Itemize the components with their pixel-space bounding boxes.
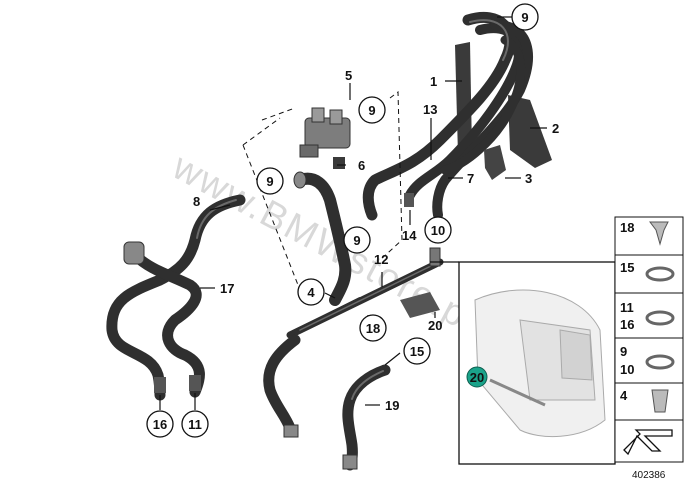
left-hose-assembly [106, 194, 246, 401]
callout-9-valve[interactable] [358, 96, 386, 124]
callout-9-left[interactable] [256, 167, 284, 195]
legend-row-11: 11 [620, 300, 634, 315]
callout-9-top[interactable] [511, 3, 539, 31]
callouts: 9 1 2 3 7 13 5 9 6 9 8 9 14 10 12 17 4 1… [146, 3, 559, 438]
callout-7[interactable]: 7 [467, 171, 474, 186]
plate-part-20 [400, 292, 440, 318]
upper-hose-bundle [362, 11, 552, 221]
diagram-reference-number: 402386 [632, 470, 666, 481]
callout-4[interactable] [297, 278, 325, 306]
callout-11-label: 11 [188, 417, 202, 432]
connector-part-14 [404, 193, 414, 207]
callout-1[interactable]: 1 [430, 74, 437, 89]
inset-part-20-badge [466, 366, 488, 388]
callout-9-valve-label: 9 [368, 103, 375, 118]
next-page-arrow-icon[interactable] [623, 429, 673, 456]
part-6 [333, 157, 345, 169]
callout-3[interactable]: 3 [525, 171, 532, 186]
callout-19[interactable]: 19 [385, 398, 399, 413]
callout-15[interactable] [403, 337, 431, 365]
callout-14[interactable]: 14 [402, 228, 417, 243]
callout-15-label: 15 [410, 344, 424, 359]
callout-2[interactable]: 2 [552, 121, 559, 136]
callout-9-mid[interactable] [343, 226, 371, 254]
inset-callout-20: 20 [470, 370, 484, 385]
callout-5[interactable]: 5 [345, 68, 352, 83]
legend-row-16: 16 [620, 317, 634, 332]
callout-9-left-label: 9 [266, 174, 273, 189]
valve-unit [299, 107, 351, 169]
callout-16-label: 16 [153, 417, 167, 432]
callout-17[interactable]: 17 [220, 281, 234, 296]
callout-16[interactable] [146, 410, 174, 438]
callout-18-label: 18 [366, 321, 380, 336]
middle-hose [293, 171, 352, 306]
hose-part-19 [342, 364, 391, 471]
callout-10[interactable] [424, 216, 452, 244]
legend-row-9: 9 [620, 344, 627, 359]
callout-6[interactable]: 6 [358, 158, 365, 173]
leader-lines [159, 16, 547, 410]
callout-9-top-label: 9 [521, 10, 528, 25]
callout-10-label: 10 [431, 223, 445, 238]
callout-18[interactable] [359, 314, 387, 342]
callout-9-mid-label: 9 [353, 233, 360, 248]
callout-11[interactable] [181, 410, 209, 438]
callout-8[interactable]: 8 [193, 194, 200, 209]
bracket-part-2 [508, 95, 552, 168]
inset-housing-view: 20 [430, 261, 616, 465]
legend-row-18: 18 [620, 220, 634, 235]
fastener-legend: 18 15 11 16 9 10 4 [614, 216, 684, 463]
legend-row-15: 15 [620, 260, 634, 275]
pipe-rail-part-12 [263, 247, 444, 438]
callout-20[interactable]: 20 [428, 318, 442, 333]
clip-part-3 [484, 145, 506, 180]
valve-dashed-outline [242, 91, 403, 299]
callout-4-label: 4 [307, 285, 315, 300]
legend-row-4: 4 [620, 388, 628, 403]
callout-13[interactable]: 13 [423, 102, 437, 117]
legend-row-10: 10 [620, 362, 634, 377]
callout-12[interactable]: 12 [374, 252, 388, 267]
